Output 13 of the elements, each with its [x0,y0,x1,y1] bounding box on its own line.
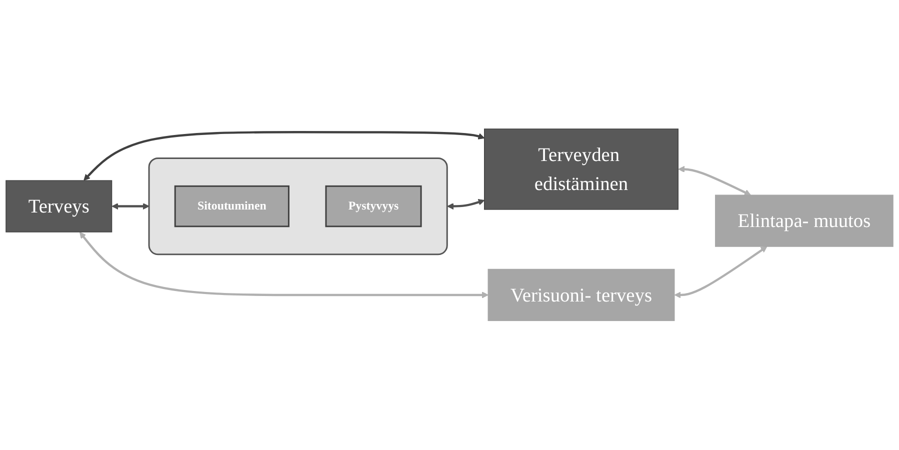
node-box: Terveys [6,180,112,233]
node-box: Terveyden edistäminen [484,128,678,210]
arrow [447,199,485,210]
node-box: Sitoutuminen [174,186,290,228]
arrow [112,203,150,210]
cluster [148,158,448,256]
node-box: Verisuoni- terveys [488,269,675,322]
node-box: Elintapa- muutos [715,194,894,248]
arrow [678,166,751,196]
node-box: Pystyvyys [325,186,422,228]
arrow [84,131,485,181]
arrow [80,232,488,298]
arrow [674,246,768,298]
